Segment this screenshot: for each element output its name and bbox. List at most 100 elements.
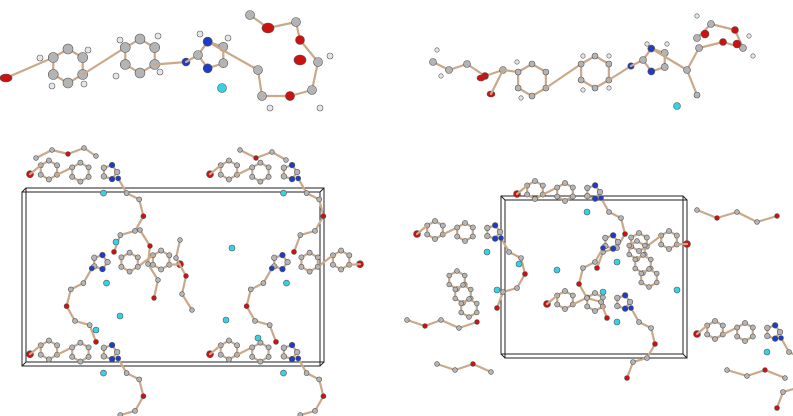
atom bbox=[624, 375, 630, 381]
atom bbox=[245, 10, 255, 20]
atom bbox=[100, 173, 107, 180]
atom bbox=[134, 33, 146, 45]
atom bbox=[193, 50, 203, 60]
atom bbox=[782, 375, 788, 381]
bond bbox=[439, 318, 461, 330]
atom bbox=[452, 367, 458, 373]
bond bbox=[133, 215, 145, 233]
atom bbox=[446, 281, 452, 288]
bond bbox=[168, 263, 182, 266]
atom bbox=[280, 344, 287, 351]
bond bbox=[675, 242, 689, 246]
atom bbox=[707, 20, 715, 28]
atom bbox=[271, 254, 278, 261]
bond bbox=[65, 305, 77, 322]
unit-cell-edge bbox=[682, 195, 688, 201]
atom bbox=[506, 249, 512, 255]
atom bbox=[266, 322, 273, 328]
atom bbox=[484, 224, 491, 231]
anion-atom bbox=[280, 369, 287, 377]
atom bbox=[288, 342, 296, 349]
atom bbox=[658, 241, 665, 248]
atom bbox=[562, 180, 568, 186]
atom bbox=[638, 279, 644, 286]
anion-atom bbox=[763, 348, 771, 356]
anion-atom bbox=[673, 286, 681, 294]
bond bbox=[88, 324, 98, 343]
atom bbox=[237, 147, 243, 153]
bond bbox=[489, 68, 505, 96]
unit-cell-back bbox=[25, 187, 325, 363]
atom bbox=[295, 355, 302, 362]
atom bbox=[297, 232, 304, 238]
atom bbox=[166, 252, 173, 259]
atom bbox=[150, 261, 156, 268]
bond bbox=[138, 378, 145, 398]
atom bbox=[704, 331, 711, 338]
bond bbox=[685, 68, 699, 97]
atom bbox=[115, 355, 121, 362]
atom bbox=[456, 325, 462, 331]
atom bbox=[257, 91, 267, 101]
bond bbox=[208, 344, 222, 356]
atom bbox=[514, 84, 522, 92]
atom bbox=[469, 233, 476, 240]
anion-atom bbox=[280, 189, 287, 197]
atom bbox=[46, 337, 52, 344]
atom bbox=[569, 184, 576, 191]
atom bbox=[643, 234, 650, 241]
atom bbox=[734, 333, 741, 340]
atom bbox=[257, 159, 264, 166]
atom bbox=[54, 342, 60, 349]
atom bbox=[628, 234, 635, 241]
atom bbox=[474, 319, 480, 325]
atom bbox=[610, 245, 617, 252]
atom bbox=[265, 164, 272, 171]
atom bbox=[592, 308, 598, 314]
atom bbox=[454, 233, 461, 240]
atom bbox=[81, 145, 87, 151]
anion-atom bbox=[283, 279, 290, 287]
atom bbox=[422, 323, 428, 329]
bond bbox=[82, 267, 93, 285]
atom bbox=[554, 193, 561, 200]
atom bbox=[466, 314, 472, 320]
atom bbox=[33, 155, 39, 161]
atom bbox=[77, 52, 89, 63]
atom bbox=[776, 328, 784, 336]
atom bbox=[69, 344, 76, 351]
atom bbox=[179, 291, 185, 297]
atom bbox=[592, 182, 599, 189]
atom bbox=[700, 29, 710, 39]
unit-cell-edge bbox=[682, 353, 688, 359]
anion-atom bbox=[553, 266, 561, 274]
atom bbox=[693, 91, 701, 99]
bond bbox=[453, 362, 475, 372]
bond bbox=[607, 64, 633, 82]
atom bbox=[648, 256, 654, 263]
atom bbox=[314, 254, 321, 261]
atom bbox=[604, 315, 610, 321]
atom bbox=[580, 53, 586, 59]
atom bbox=[640, 252, 646, 258]
atom bbox=[280, 173, 287, 180]
bond bbox=[697, 40, 725, 50]
bond bbox=[117, 357, 128, 375]
atom bbox=[592, 195, 599, 202]
atom bbox=[253, 155, 259, 161]
atom bbox=[749, 333, 756, 340]
atom bbox=[462, 272, 468, 279]
atom bbox=[156, 68, 164, 76]
atom bbox=[69, 173, 76, 180]
atom bbox=[774, 405, 780, 411]
atom bbox=[664, 41, 670, 47]
atom bbox=[614, 238, 622, 246]
bond bbox=[544, 62, 583, 90]
atom bbox=[786, 349, 792, 355]
bond bbox=[153, 60, 188, 66]
atom bbox=[225, 337, 232, 344]
atom bbox=[622, 292, 629, 299]
atom bbox=[695, 44, 703, 52]
bond bbox=[138, 198, 145, 218]
atom bbox=[303, 190, 310, 196]
